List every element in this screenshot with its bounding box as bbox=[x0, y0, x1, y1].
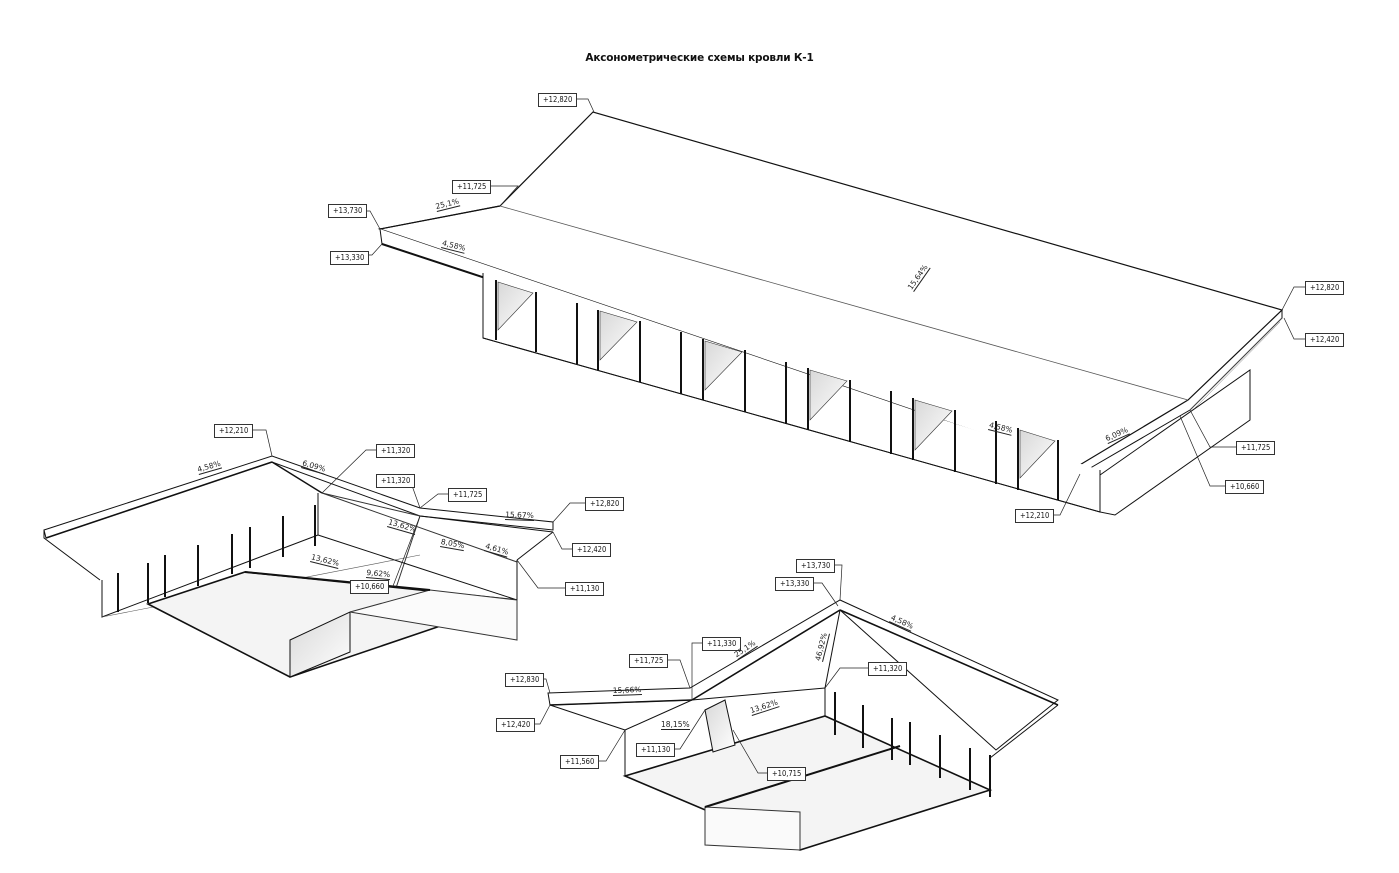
elevation-mark: +11,320 bbox=[868, 662, 908, 676]
elevation-mark: +11,725 bbox=[452, 180, 492, 194]
elevation-mark: +12,420 bbox=[1305, 333, 1345, 347]
elevation-mark: +11,725 bbox=[448, 488, 488, 502]
elevation-mark: +11,130 bbox=[636, 743, 676, 757]
elevation-mark: +11,725 bbox=[629, 654, 669, 668]
slope-label: 9,62% bbox=[366, 568, 391, 581]
view-top-roof bbox=[377, 111, 1284, 516]
slope-label: 15,67% bbox=[505, 510, 534, 521]
elevation-mark: +12,820 bbox=[538, 93, 578, 107]
view-left-roof bbox=[43, 455, 554, 678]
slope-label: 15,66% bbox=[612, 685, 642, 696]
elevation-mark: +13,730 bbox=[328, 204, 368, 218]
elevation-mark: +13,330 bbox=[330, 251, 370, 265]
elevation-mark: +11,320 bbox=[376, 474, 416, 488]
elevation-mark: +12,420 bbox=[572, 543, 612, 557]
elevation-mark: +13,730 bbox=[796, 559, 836, 573]
elevation-mark: +11,560 bbox=[560, 755, 600, 769]
elevation-mark: +11,330 bbox=[702, 637, 742, 651]
elevation-mark: +12,210 bbox=[214, 424, 254, 438]
elevation-mark: +13,330 bbox=[775, 577, 815, 591]
elevation-mark: +12,820 bbox=[1305, 281, 1345, 295]
elevation-mark: +10,660 bbox=[350, 580, 390, 594]
elevation-mark: +12,210 bbox=[1015, 509, 1055, 523]
elevation-mark: +11,320 bbox=[376, 444, 416, 458]
facade-glazing bbox=[495, 280, 1059, 500]
elevation-mark: +10,660 bbox=[1225, 480, 1265, 494]
left-glazing bbox=[117, 505, 316, 612]
bottom-glazing bbox=[834, 692, 991, 797]
drawing-title: Аксонометрические схемы кровли К-1 bbox=[585, 52, 814, 64]
slope-label: 18,15% bbox=[661, 720, 690, 730]
elevation-mark: +12,820 bbox=[585, 497, 625, 511]
elevation-mark: +12,420 bbox=[496, 718, 536, 732]
elevation-mark: +12,830 bbox=[505, 673, 545, 687]
view-bottom-roof bbox=[547, 599, 1059, 851]
elevation-mark: +10,715 bbox=[767, 767, 807, 781]
elevation-mark: +11,725 bbox=[1236, 441, 1276, 455]
elevation-mark: +11,130 bbox=[565, 582, 605, 596]
